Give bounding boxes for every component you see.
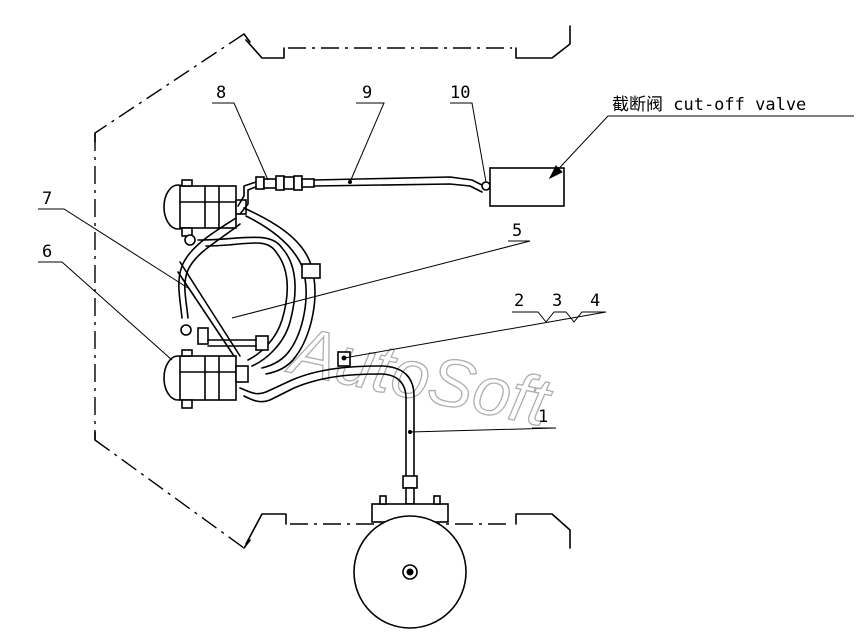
callout-9: 9 — [362, 83, 372, 103]
callout-10: 10 — [450, 83, 470, 103]
upper-hose-assembly — [237, 167, 565, 215]
callout-numbers: 8 9 10 7 6 5 2 3 4 1 — [42, 83, 600, 427]
cut-off-valve-label: 截断阀 cut-off valve — [612, 95, 806, 115]
callout-8: 8 — [216, 83, 226, 103]
upper-cross-member — [245, 25, 571, 59]
callout-7: 7 — [42, 189, 52, 209]
leader-lines — [38, 102, 854, 433]
crossing-hoses — [177, 207, 321, 375]
callout-3: 3 — [552, 291, 562, 311]
callout-4: 4 — [590, 291, 600, 311]
callout-1: 1 — [538, 407, 548, 427]
air-reservoir — [353, 495, 467, 629]
autosoft-watermark: AutoSoft — [281, 312, 559, 442]
main-supply-hose — [239, 351, 418, 505]
callout-2: 2 — [514, 291, 524, 311]
lower-brake-chamber — [163, 324, 249, 409]
frame-outline — [94, 33, 251, 549]
upper-brake-chamber — [163, 179, 247, 246]
callout-6: 6 — [42, 242, 52, 262]
callout-5: 5 — [512, 221, 522, 241]
